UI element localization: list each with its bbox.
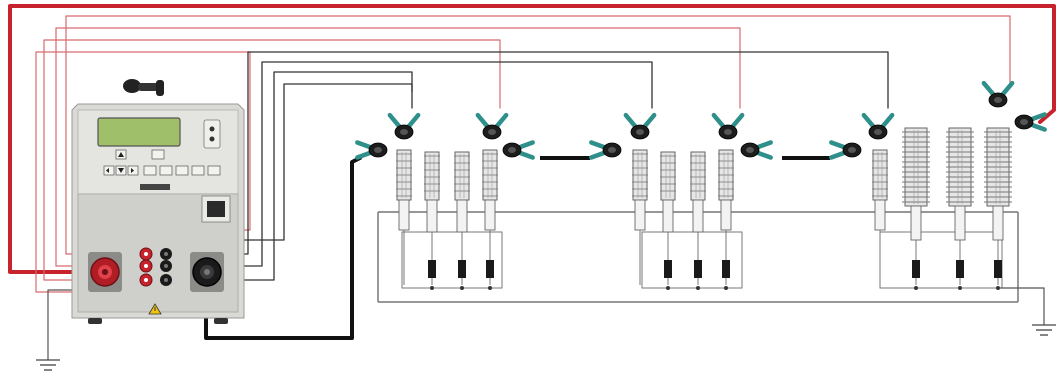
insulator (872, 149, 888, 285)
bushing-insulators (396, 127, 1012, 285)
insulator (946, 127, 974, 285)
ct-block (912, 260, 920, 290)
crocodile-clamp-icon (711, 112, 745, 140)
power-switch (203, 119, 221, 149)
insulator (396, 149, 412, 285)
insulator (718, 149, 734, 285)
ground-lead-left (47, 289, 76, 361)
keypad (103, 149, 221, 176)
insulator (424, 151, 440, 285)
crocodile-clamp-icon (355, 140, 388, 160)
lcd-display (97, 117, 181, 147)
sense-sockets (139, 247, 172, 287)
ct-block (458, 260, 466, 290)
ct-block (694, 260, 702, 290)
ct-block (428, 260, 436, 290)
insulator (690, 151, 706, 285)
crocodile-clamp-icon (589, 140, 622, 160)
ct-block (722, 260, 730, 290)
crocodile-clamp-icon (981, 80, 1015, 108)
sense-lead-black-4 (195, 83, 413, 241)
ct-block (664, 260, 672, 290)
current-terminal-black (190, 252, 224, 292)
insulator (482, 149, 498, 285)
current-terminal-red (88, 252, 122, 292)
crocodile-clamp-icon (475, 112, 509, 140)
crocodile-clamp-icon (623, 112, 657, 140)
test-instrument (71, 79, 245, 324)
crocodile-clamp-icon (861, 112, 895, 140)
current-lead-black (204, 156, 362, 340)
insulator (902, 127, 930, 285)
insulator (984, 127, 1012, 285)
crocodile-clamp-icon (1014, 112, 1047, 132)
ct-block (956, 260, 964, 290)
ct-block (486, 260, 494, 290)
crocodile-clamps (355, 80, 1047, 160)
warning-triangle-icon (148, 303, 162, 315)
ct-block (994, 260, 1002, 290)
insulator (660, 151, 676, 285)
connector-plug-icon (123, 79, 164, 96)
crocodile-clamp-icon (829, 140, 862, 160)
ground-icon (36, 359, 60, 371)
crocodile-clamp-icon (502, 140, 535, 160)
crocodile-clamp-icon (387, 112, 421, 140)
ground-lead-right (999, 287, 1045, 326)
crocodile-clamp-icon (740, 140, 773, 160)
ground-icon (1032, 324, 1056, 336)
insulator (454, 151, 470, 285)
connection-wires (8, 4, 1056, 361)
sense-lead-black-1 (169, 51, 889, 255)
insulator (632, 149, 648, 285)
current-lead-red (8, 4, 1056, 274)
current-transformers (428, 260, 1002, 290)
